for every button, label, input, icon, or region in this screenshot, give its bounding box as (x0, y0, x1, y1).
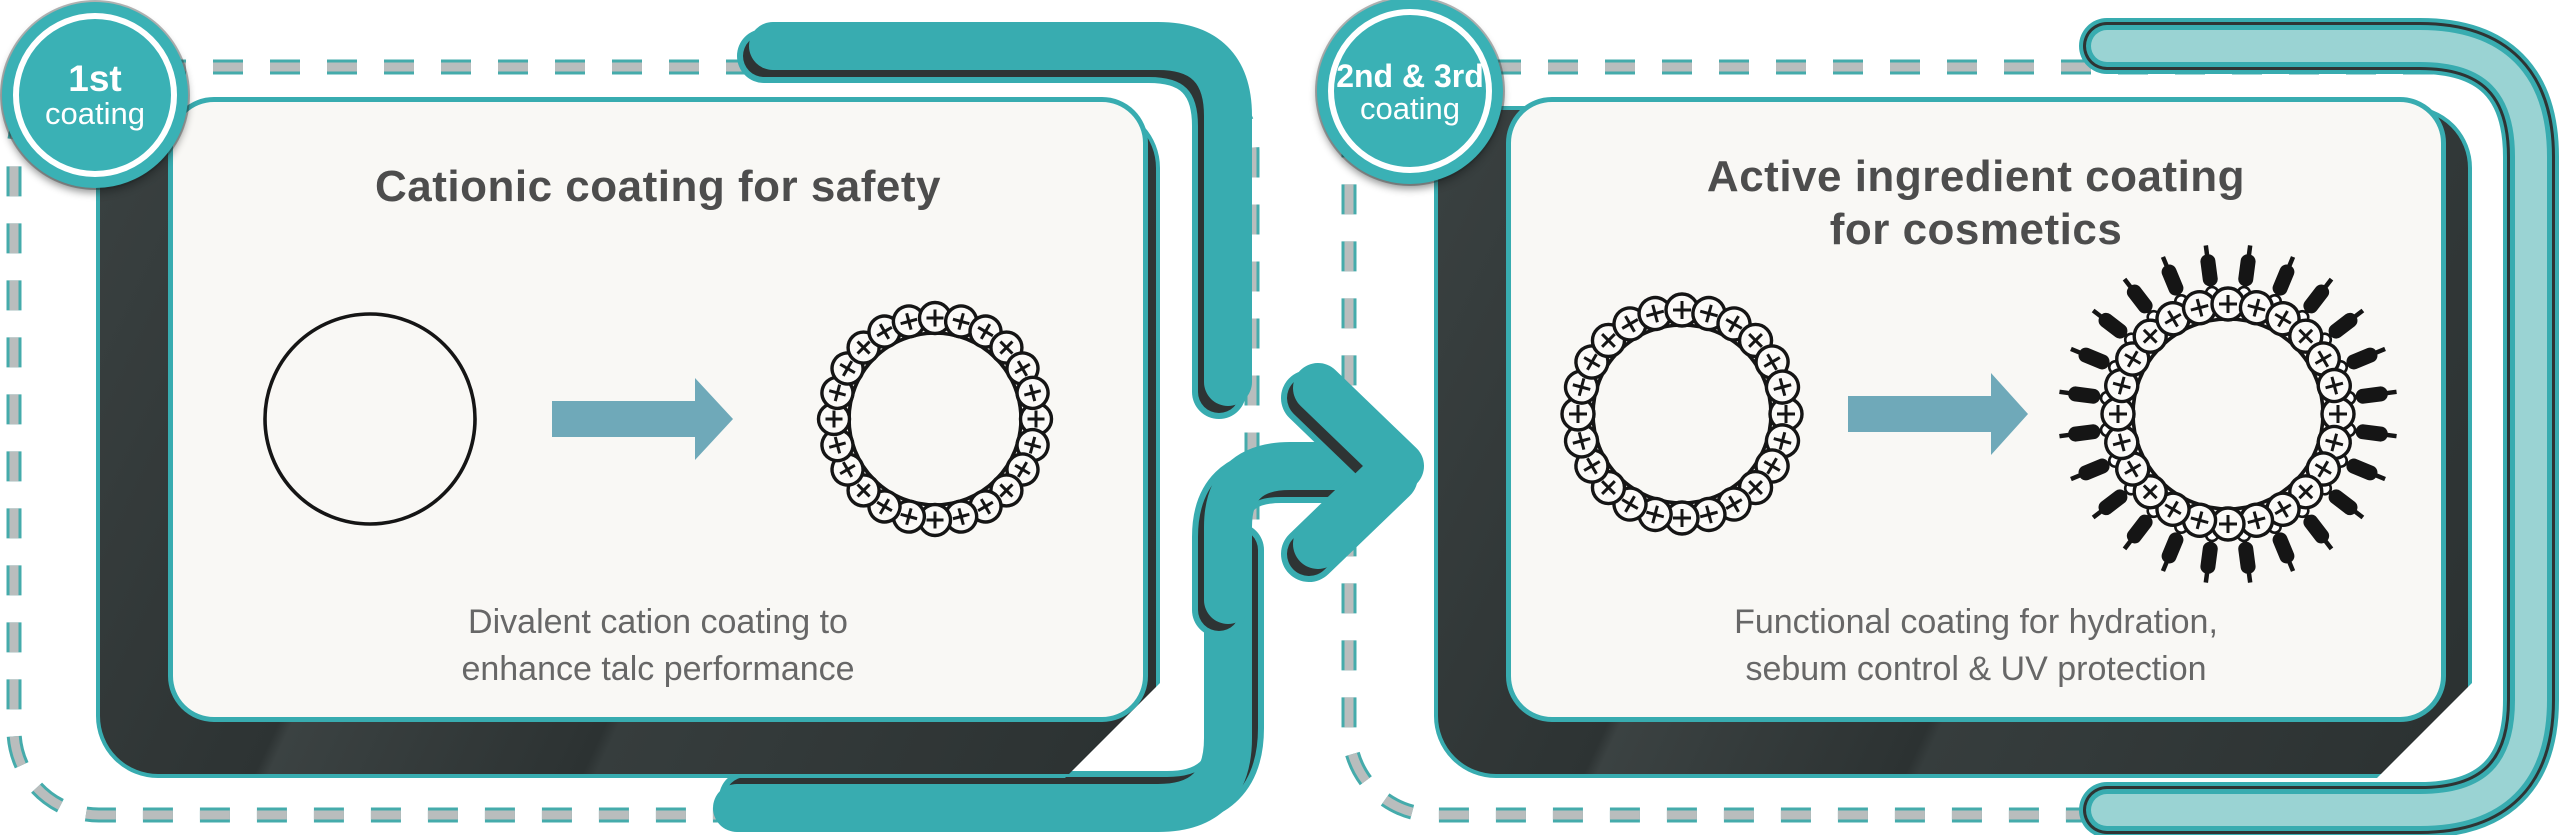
step-badge-1st-coating: 1st coating (2, 2, 188, 188)
plain-talc-particle-icon (263, 312, 477, 526)
left-step-card: Cationic coating for safety Divalent cat… (168, 97, 1148, 722)
right-step-card: Active ingredient coating for cosmetics … (1506, 97, 2446, 722)
badge-ring (1328, 9, 1492, 173)
left-card-caption: Divalent cation coating to enhance talc … (173, 599, 1143, 693)
caption-line: Divalent cation coating to (468, 603, 848, 641)
cation-coated-particle-icon (1560, 292, 1804, 536)
transform-arrow-icon (552, 378, 733, 460)
cation-coated-particle-icon (816, 300, 1054, 538)
connector-arrowhead-icon (1281, 363, 1424, 582)
caption-line: sebum control & UV protection (1745, 650, 2207, 688)
transform-arrow-icon (1848, 373, 2028, 455)
active-ingredient-coated-particle-icon (2059, 245, 2397, 583)
caption-line: enhance talc performance (461, 650, 855, 688)
right-card-caption: Functional coating for hydration, sebum … (1511, 599, 2441, 693)
caption-line: Functional coating for hydration, (1734, 603, 2218, 641)
badge-ring (13, 13, 177, 177)
step-badge-2nd-3rd-coating: 2nd & 3rd coating (1317, 0, 1503, 184)
